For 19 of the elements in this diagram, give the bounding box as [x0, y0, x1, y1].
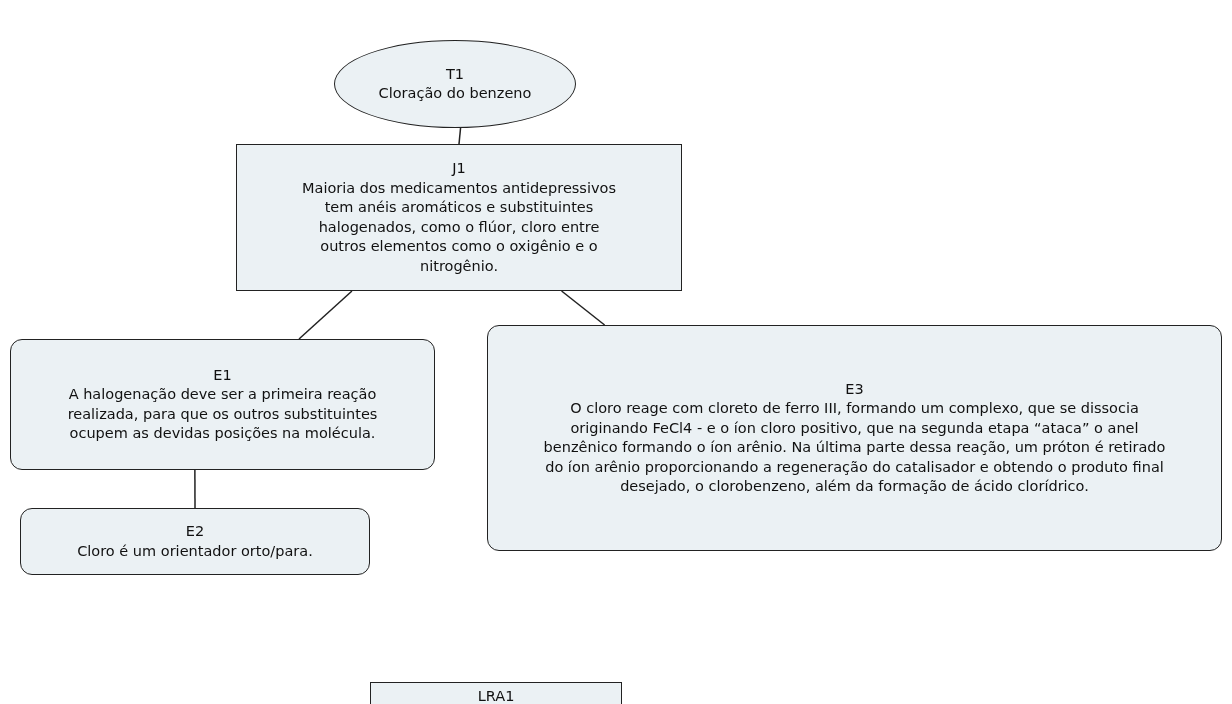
node-text: LRA1: [477, 687, 515, 704]
node-id: E2: [185, 522, 205, 541]
node-id: J1: [452, 159, 466, 178]
connector-line: [458, 127, 462, 145]
connector-line: [560, 290, 606, 326]
concept-box: [10, 339, 435, 470]
node-id: E1: [213, 365, 232, 385]
node-text: O cloro reage com cloreto de ferro III, formando um complexo, que se dissocia originando FeCl4 - e o íon cloro positivo, que na segunda etapa “ataca” o anel benzênico formando o íon arênio. Na última parte dessa reação, um próton é retirado do íon arênio proporcionando a regeneração do catalisador e obtendo o produto final desejado, o clorobenzeno, além da formação de ácido clorídrico.: [542, 399, 1167, 496]
concept-box: [487, 325, 1222, 551]
node-text: Cloração do benzeno: [378, 84, 532, 103]
node-text: A halogenação deve ser a primeira reação realizada, para que os outros substituintes ocupem as devidas posições na molécula.: [66, 385, 379, 443]
connector-line: [194, 469, 196, 509]
concept-box: [236, 144, 682, 291]
node-text: Cloro é um orientador orto/para.: [77, 541, 313, 561]
node-text: Maioria dos medicamentos antidepressivos tem anéis aromáticos e substituintes halogenados, como o flúor, cloro entre outros elementos como o oxigênio e o nitrogênio.: [301, 178, 617, 276]
concept-box: [20, 508, 370, 575]
connector-line: [298, 290, 353, 340]
node-id: E3: [845, 379, 864, 399]
node-id: T1: [445, 64, 465, 84]
